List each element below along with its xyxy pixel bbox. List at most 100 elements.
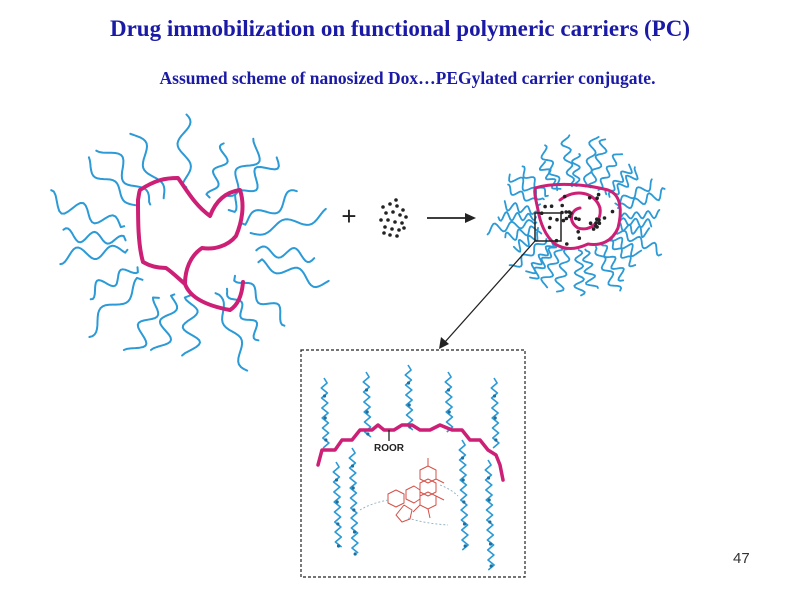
peg-chain (594, 246, 623, 292)
chain-atom (488, 520, 492, 524)
drug-particle (400, 221, 404, 225)
peg-chain (554, 248, 571, 293)
chain-atom (463, 544, 467, 548)
slide-number: 47 (733, 550, 750, 567)
chain-atom (353, 552, 357, 556)
peg-chain (615, 229, 663, 257)
drug-particle (382, 231, 386, 235)
drug-particle (395, 204, 399, 208)
peg-chain (540, 144, 562, 190)
peg-chain (617, 187, 666, 209)
chain-atom (489, 564, 493, 568)
drug-loaded-conjugate (486, 134, 666, 297)
drug-particle (597, 221, 602, 225)
drug-particle (588, 221, 593, 225)
chain-atom (324, 438, 328, 442)
chain-atom (336, 522, 340, 526)
peg-chain (540, 246, 564, 289)
roor-group-label: ROOR (374, 443, 405, 454)
peg-chain (255, 245, 316, 263)
drug-particle (388, 202, 392, 206)
peg-chain (214, 292, 249, 372)
drug-particle (594, 221, 598, 225)
drug-particle (386, 218, 390, 222)
peg-chain (597, 153, 624, 191)
drug-particle (595, 225, 599, 229)
slide-subtitle: Assumed scheme of nanosized Dox…PEGylate… (159, 68, 656, 88)
drug-particle (610, 209, 615, 214)
peg-chain (122, 296, 160, 351)
drug-particle (388, 233, 392, 237)
drug-particle (587, 196, 592, 200)
chain-atom (488, 542, 493, 546)
zoom-inset: ROOR (300, 349, 526, 578)
peg-chain (618, 217, 653, 229)
chain-atom (460, 456, 465, 460)
drug-particle (564, 210, 568, 214)
drug-particle (567, 214, 572, 219)
reaction-arrow (427, 213, 476, 223)
chain-atom (487, 498, 491, 502)
peg-chain (619, 209, 661, 220)
drug-particle (383, 225, 387, 229)
drug-particle (562, 194, 567, 199)
chain-atom (461, 478, 465, 482)
drug-particle (576, 230, 580, 234)
peg-chain (241, 189, 298, 226)
peg-chain (89, 266, 139, 301)
peg-chain (181, 294, 201, 357)
drug-particle (381, 205, 385, 209)
peg-chain (88, 276, 144, 338)
drug-particle (595, 217, 599, 221)
drug-particle (564, 216, 569, 221)
peg-chain (205, 142, 229, 199)
peg-chain (257, 258, 330, 289)
drug-particle (561, 218, 566, 223)
peg-chain (59, 244, 129, 266)
peg-chain (508, 238, 548, 268)
chain-atom (462, 522, 467, 526)
loaded-drug-particles (539, 192, 615, 246)
chain-atom (462, 500, 466, 504)
peg-chain (332, 461, 343, 548)
drug-particle (569, 211, 573, 216)
drug-particle (602, 216, 607, 220)
peg-chain (521, 165, 549, 198)
peg-chain (404, 364, 414, 431)
peg-chains (486, 134, 666, 297)
chain-atom (335, 500, 339, 504)
slide-title: Drug immobilization on functional polyme… (109, 16, 691, 41)
drug-particle (595, 196, 599, 200)
peg-chain (176, 113, 192, 189)
peg-chains (50, 113, 330, 372)
chain-atom (492, 394, 497, 398)
drug-particle (565, 242, 569, 246)
peg-chain (227, 156, 280, 213)
carrier-backbone (533, 182, 622, 250)
chain-atom (486, 476, 491, 480)
doxorubicin-molecule (387, 458, 445, 523)
drug-particle (543, 204, 547, 209)
drug-particle (549, 204, 554, 208)
peg-chain (150, 293, 179, 351)
peg-chain (587, 138, 608, 189)
drug-particle (395, 234, 399, 238)
chain-atom (365, 410, 369, 414)
drug-particle (391, 210, 395, 214)
peg-chain (573, 249, 586, 297)
peg-chain (583, 136, 600, 188)
drug-particle (548, 216, 553, 221)
chain-atom (352, 508, 356, 512)
hydrogen-bond-lines (359, 484, 459, 526)
chain-atom (322, 394, 327, 398)
peg-chain (362, 371, 372, 438)
drug-particle (393, 220, 397, 224)
chain-atom (334, 478, 339, 482)
chain-atom (323, 416, 327, 420)
peg-chain (129, 132, 166, 200)
chain-atom (407, 403, 411, 407)
zoom-region-box (534, 212, 562, 242)
peg-chain (504, 225, 539, 241)
drug-particle (577, 217, 581, 222)
